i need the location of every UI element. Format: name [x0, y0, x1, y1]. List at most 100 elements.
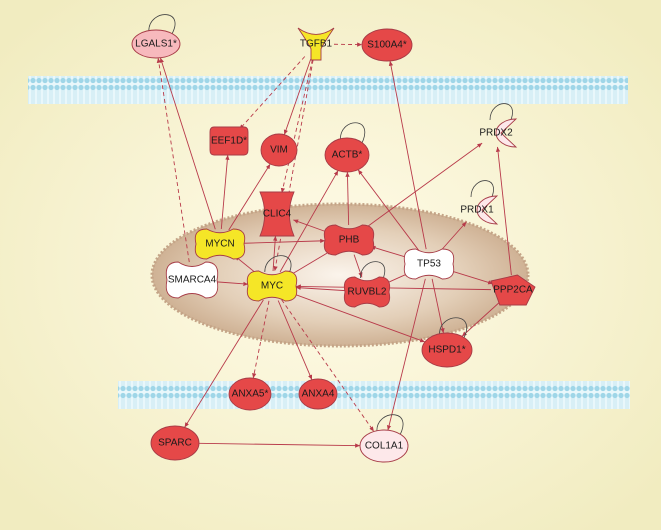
- edge-mycn-vim: [228, 163, 271, 231]
- edge-myc-sparc: [184, 299, 264, 428]
- edge-myc-hspd1: [292, 293, 426, 343]
- edge-myc-clic4: [272, 235, 278, 272]
- node-shape-lgals1: [131, 29, 181, 59]
- edge-ppp2ca-myc: [295, 284, 492, 291]
- node-shape-anxa4: [298, 378, 338, 410]
- edge-myc-anxa5: [252, 300, 270, 379]
- edge-tp53-s100a4: [388, 60, 427, 250]
- nodes: LGALS1* TGFB1 S100A4* EEF1D* VIM ACTB* PRDX2PR…: [131, 27, 536, 463]
- node-anxa4[interactable]: ANXA4: [298, 378, 338, 410]
- node-label-eef1d: EEF1D*: [211, 136, 247, 147]
- self-loop-actb: [340, 122, 366, 149]
- edge-phb-actb: [345, 171, 350, 226]
- node-shape-col1a1: [359, 429, 409, 463]
- node-label-prdx2: PRDX2: [479, 128, 513, 139]
- node-shape-phb: [323, 224, 375, 256]
- edges: [156, 42, 512, 448]
- node-shape-s100a4: [361, 28, 413, 62]
- node-anxa5[interactable]: ANXA5*: [228, 377, 272, 411]
- node-actb[interactable]: ACTB*: [324, 137, 370, 173]
- edge-smarca4-myc: [216, 281, 249, 287]
- edge-ppp2ca-prdx2: [495, 146, 512, 276]
- node-eef1d[interactable]: EEF1D*: [209, 126, 249, 156]
- node-label-lgals1: LGALS1*: [135, 39, 177, 50]
- plasma-membrane-top: [28, 76, 628, 104]
- edge-tp53-hspd1: [431, 278, 445, 334]
- node-label-tgfb1: TGFB1: [300, 39, 333, 50]
- edge-tgfb1-clic4: [280, 59, 313, 194]
- node-label-clic4: CLIC4: [263, 209, 292, 220]
- node-label-actb: ACTB*: [332, 150, 363, 161]
- node-label-ruvbl2: RUVBL2: [348, 287, 387, 298]
- node-prdx1[interactable]: PRDX1: [460, 195, 499, 225]
- node-col1a1[interactable]: COL1A1: [359, 429, 409, 463]
- node-label-sparc: SPARC: [158, 438, 192, 449]
- node-mycn[interactable]: MYCN: [194, 228, 246, 260]
- node-shape-myc: [246, 270, 298, 302]
- node-shape-tp53: [403, 248, 455, 280]
- node-shape-eef1d: [209, 126, 249, 156]
- node-s100a4[interactable]: S100A4*: [361, 28, 413, 62]
- node-clic4[interactable]: CLIC4: [259, 191, 295, 237]
- edge-tgfb1-eef1d: [239, 56, 306, 130]
- edge-phb-clic4: [293, 219, 329, 233]
- node-label-smarca4: SMARCA4: [168, 275, 217, 286]
- edge-ruvbl2-myc: [295, 285, 346, 292]
- edge-tgfb1-vim: [283, 59, 312, 135]
- node-label-s100a4: S100A4*: [367, 40, 407, 51]
- node-sparc[interactable]: SPARC: [150, 425, 200, 461]
- edge-myc-mycn: [234, 255, 258, 275]
- node-label-prdx1: PRDX1: [460, 205, 494, 216]
- node-shape-mycn: [194, 228, 246, 260]
- node-ppp2ca[interactable]: PPP2CA: [490, 274, 536, 306]
- node-shape-ppp2ca: [490, 274, 536, 306]
- node-label-col1a1: COL1A1: [365, 441, 404, 452]
- node-label-hspd1: HSPD1*: [428, 345, 465, 356]
- edge-tp53-ppp2ca: [450, 270, 494, 285]
- node-vim[interactable]: VIM: [260, 133, 298, 167]
- edge-myc-actb: [279, 170, 339, 273]
- node-shape-prdx2: [495, 118, 518, 148]
- node-ruvbl2[interactable]: RUVBL2: [343, 276, 391, 308]
- node-myc[interactable]: MYC: [246, 270, 298, 302]
- node-label-phb: PHB: [339, 235, 360, 246]
- node-prdx2[interactable]: PRDX2: [479, 118, 518, 148]
- edge-myc-anxa4: [277, 300, 313, 380]
- edge-tp53-actb: [357, 169, 420, 251]
- node-shape-vim: [260, 133, 298, 167]
- edge-mycn-lgals1: [159, 57, 216, 230]
- node-tgfb1[interactable]: TGFB1: [297, 27, 335, 61]
- edge-tp53-phb: [370, 245, 408, 258]
- node-label-mycn: MYCN: [205, 239, 234, 250]
- node-tp53[interactable]: TP53: [403, 248, 455, 280]
- self-loop-col1a1: [376, 414, 404, 440]
- node-shape-sparc: [150, 425, 200, 461]
- node-shape-anxa5: [228, 377, 272, 411]
- node-smarca4[interactable]: SMARCA4: [165, 261, 219, 299]
- edge-sparc-col1a1: [198, 442, 361, 448]
- node-hspd1[interactable]: HSPD1*: [421, 332, 473, 368]
- edge-mycn-phb: [243, 238, 326, 244]
- edge-tp53-col1a1: [386, 278, 426, 431]
- node-label-myc: MYC: [261, 281, 283, 292]
- node-label-anxa5: ANXA5*: [232, 389, 269, 400]
- node-shape-clic4: [259, 191, 295, 237]
- node-label-anxa4: ANXA4: [302, 389, 335, 400]
- edge-myc-phb: [289, 249, 332, 277]
- node-shape-smarca4: [165, 261, 219, 299]
- edge-tp53-prdx1: [440, 221, 467, 252]
- self-loop-hspd1: [439, 317, 468, 344]
- node-lgals1[interactable]: LGALS1*: [131, 29, 181, 59]
- node-shape-tgfb1: [297, 27, 335, 61]
- self-loop-lgals1: [148, 14, 176, 39]
- plasma-membrane-bottom: [118, 381, 630, 409]
- edge-myc-col1a1: [281, 299, 375, 432]
- edge-ppp2ca-hspd1: [461, 301, 501, 337]
- node-shape-hspd1: [421, 332, 473, 368]
- node-label-vim: VIM: [270, 145, 288, 156]
- node-phb[interactable]: PHB: [323, 224, 375, 256]
- edge-phb-prdx2: [364, 142, 483, 229]
- node-shape-actb: [324, 137, 370, 173]
